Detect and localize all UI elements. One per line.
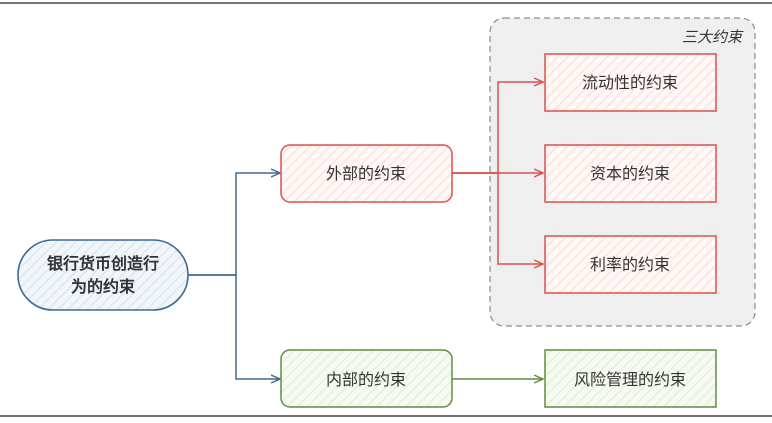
node-external[interactable]: 外部的约束 bbox=[280, 144, 453, 203]
risk-management-label: 风险管理的约束 bbox=[574, 370, 686, 389]
node-risk-management[interactable]: 风险管理的约束 bbox=[544, 349, 717, 408]
root-label-line2: 为的约束 bbox=[71, 277, 136, 296]
edge-root-external bbox=[188, 173, 280, 276]
external-label: 外部的约束 bbox=[326, 164, 406, 183]
node-root[interactable]: 银行货币创造行 为的约束 bbox=[17, 239, 189, 311]
node-capital[interactable]: 资本的约束 bbox=[544, 144, 717, 203]
liquidity-label: 流动性的约束 bbox=[582, 73, 678, 92]
root-label-line1: 银行货币创造行 bbox=[47, 254, 159, 273]
group-label: 三大约束 bbox=[682, 28, 744, 46]
node-internal[interactable]: 内部的约束 bbox=[280, 349, 453, 408]
connectors bbox=[188, 82, 543, 379]
capital-label: 资本的约束 bbox=[590, 164, 670, 183]
edge-root-internal bbox=[188, 274, 280, 379]
node-liquidity[interactable]: 流动性的约束 bbox=[544, 53, 717, 112]
interest-rate-label: 利率的约束 bbox=[590, 255, 670, 274]
node-interest-rate[interactable]: 利率的约束 bbox=[544, 235, 717, 294]
edge-external-interest bbox=[452, 172, 543, 264]
internal-label: 内部的约束 bbox=[326, 370, 406, 389]
